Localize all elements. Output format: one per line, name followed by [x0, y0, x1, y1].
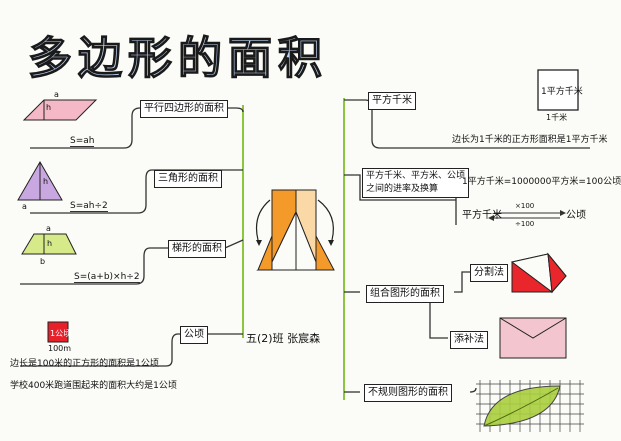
- hectare-box: 公顷: [180, 326, 208, 344]
- triangle-formula: S=ah÷2: [70, 201, 108, 212]
- sqkm-square-label: 1平方千米: [541, 87, 583, 97]
- para-a-top: a: [54, 90, 59, 99]
- branch-trapezoid: [20, 239, 244, 285]
- rotate-arrow-left: [255, 199, 271, 241]
- trapezoid-area-box: 梯形的面积: [168, 240, 226, 258]
- sqkm-square: [537, 69, 579, 111]
- trap-a: a: [46, 224, 51, 233]
- hectare-line2: 学校400米跑道围起来的面积大约是1公顷: [10, 381, 177, 391]
- conversion-right-unit: 公顷: [566, 210, 586, 221]
- mind-map-drawing: [17, 69, 590, 432]
- branch-sqkm: [344, 99, 590, 149]
- rotate-arrow-right: [317, 199, 334, 241]
- triangle-area-box: 三角形的面积: [154, 170, 222, 188]
- conversion-left-unit: 平方千米: [462, 210, 502, 221]
- tri-a: a: [22, 202, 27, 211]
- para-h: h: [46, 103, 52, 112]
- center-left-bottom: [257, 235, 273, 271]
- conversion-label-2: 之间的进率及换算: [366, 184, 439, 194]
- hectare-square-label: 1公顷: [50, 329, 72, 338]
- conversion-box: 平方千米、平方米、公顷 之间的进率及换算: [362, 168, 470, 198]
- irregular-box: 不规则图形的面积: [364, 384, 452, 402]
- leaf-shape: [483, 385, 561, 427]
- author: 五(2)班 张宸森: [246, 332, 321, 345]
- conversion-up: ×100: [515, 202, 535, 210]
- conversion-label-1: 平方千米、平方米、公顷: [366, 171, 466, 181]
- split-box: 分割法: [470, 264, 508, 282]
- hectare-side: 100m: [48, 344, 72, 353]
- fill-box: 添补法: [450, 331, 488, 349]
- trap-b: b: [40, 257, 46, 266]
- composite-box: 组合图形的面积: [366, 285, 444, 303]
- trap-h: h: [47, 239, 53, 248]
- conversion-down: ÷100: [515, 220, 535, 228]
- hectare-square: [47, 321, 69, 343]
- poster: 多边形的面积: [10, 32, 621, 432]
- hectare-line1: 边长是100米的正方形的面积是1公顷: [10, 359, 159, 369]
- branch-conversion: [344, 174, 456, 201]
- branch-hectare: [20, 333, 243, 367]
- parallelogram-formula: S=ah: [70, 136, 95, 147]
- parallelogram-area-box: 平行四边形的面积: [140, 100, 228, 118]
- sqkm-desc: 边长为1千米的正方形面积是1平方千米: [452, 135, 608, 145]
- tri-h: h: [43, 177, 49, 186]
- sqkm-box: 平方千米: [368, 92, 416, 110]
- page-title: 多边形的面积: [27, 32, 328, 84]
- sqkm-side: 1千米: [546, 113, 568, 122]
- conversion-rule: 1平方千米=1000000平方米=100公顷: [462, 177, 621, 187]
- trapezoid-shape: [21, 233, 77, 255]
- center-right-bottom: [315, 235, 335, 271]
- trapezoid-formula: S=(a+b)×h÷2: [74, 272, 140, 283]
- branch-triangle: [30, 169, 243, 214]
- branch-parallelogram: [30, 107, 244, 149]
